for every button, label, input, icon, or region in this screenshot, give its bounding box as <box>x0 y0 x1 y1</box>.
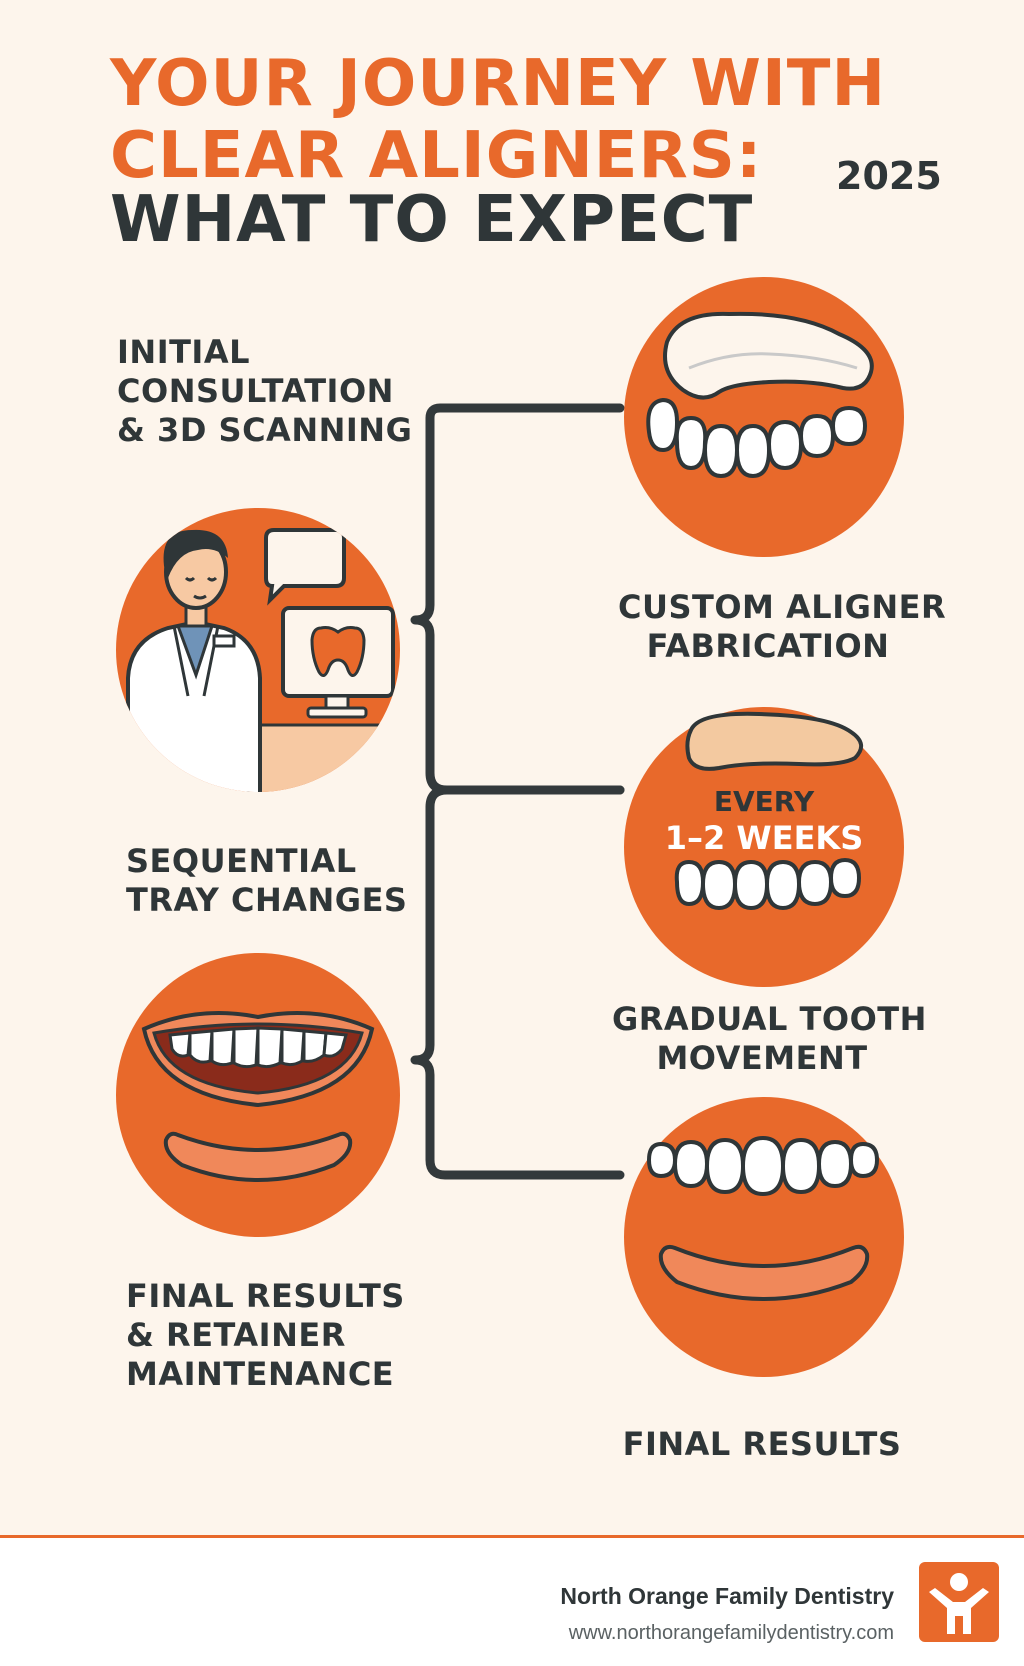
dentist-icon <box>126 529 262 792</box>
brand-name: North Orange Family Dentistry <box>560 1583 894 1609</box>
frequency-line-2: 1–2 WEEKS <box>664 819 864 857</box>
year-label: 2025 <box>836 154 942 198</box>
smile-icon <box>141 1011 375 1108</box>
step-label-consultation: INITIAL CONSULTATION & 3D SCANNING <box>117 333 413 449</box>
aligner-tray-icon <box>685 711 863 771</box>
brand-url[interactable]: www.northorangefamilydentistry.com <box>568 1622 894 1644</box>
footer-divider <box>0 1535 1024 1538</box>
step-label-final-results: FINAL RESULTS <box>622 1425 902 1463</box>
teeth-icon <box>674 857 862 911</box>
retainer-icon <box>163 1131 353 1182</box>
frequency-line-1: EVERY <box>713 785 815 818</box>
teeth-icon <box>646 1135 880 1197</box>
step-label-tooth-movement: GRADUAL TOOTH MOVEMENT <box>612 1000 927 1077</box>
step-label-fabrication: CUSTOM ALIGNER FABRICATION <box>618 588 947 665</box>
timeline-connector <box>410 403 625 1180</box>
step-label-tray-changes: SEQUENTIAL TRAY CHANGES <box>126 842 408 919</box>
aligner-tray-icon <box>663 311 874 400</box>
title-line-3: WHAT TO EXPECT <box>110 183 754 257</box>
smile-retainer-illustration <box>116 953 400 1237</box>
title-line-2: CLEAR ALIGNERS: <box>110 119 763 193</box>
tooth-monitor-icon <box>281 606 395 719</box>
aligner-fabrication-illustration <box>624 277 904 557</box>
step-label-final-retainer: FINAL RESULTS & RETAINER MAINTENANCE <box>126 1277 405 1393</box>
consultation-illustration <box>116 508 400 792</box>
tray-changes-illustration <box>624 707 904 987</box>
brand-logo-icon <box>919 1562 999 1642</box>
retainer-icon <box>658 1244 870 1301</box>
title-line-1: YOUR JOURNEY WITH <box>110 47 886 121</box>
speech-bubble-icon <box>264 528 346 606</box>
tray-change-frequency: EVERY 1–2 WEEKS <box>619 785 909 857</box>
final-results-illustration <box>624 1097 904 1377</box>
teeth-icon <box>646 397 868 479</box>
footer: North Orange Family Dentistry www.northo… <box>0 1538 1024 1666</box>
